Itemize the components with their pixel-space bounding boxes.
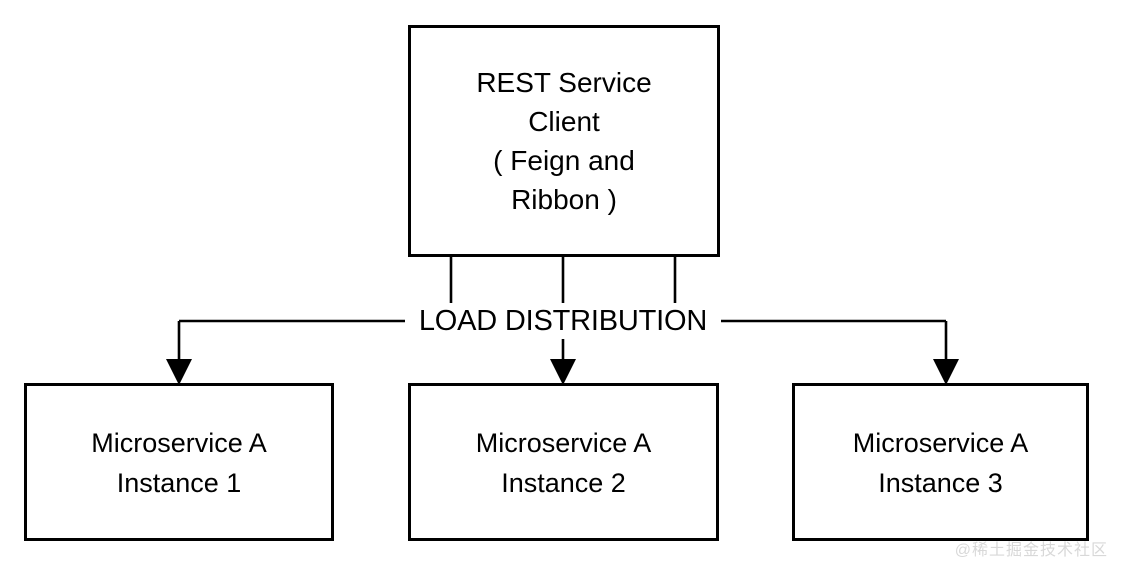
watermark: @稀土掘金技术社区 [954, 542, 1108, 559]
microservice-a-instance-3-box[interactable] [792, 383, 1089, 541]
arrow-head-instance-2 [550, 359, 576, 385]
rest-service-client-box[interactable] [408, 25, 720, 257]
load-distribution-label: LOAD DISTRIBUTION [405, 303, 721, 339]
arrow-head-instance-1 [166, 359, 192, 385]
microservice-a-instance-1-box[interactable] [24, 383, 334, 541]
arrow-head-instance-3 [933, 359, 959, 385]
microservice-a-instance-2-box[interactable] [408, 383, 719, 541]
